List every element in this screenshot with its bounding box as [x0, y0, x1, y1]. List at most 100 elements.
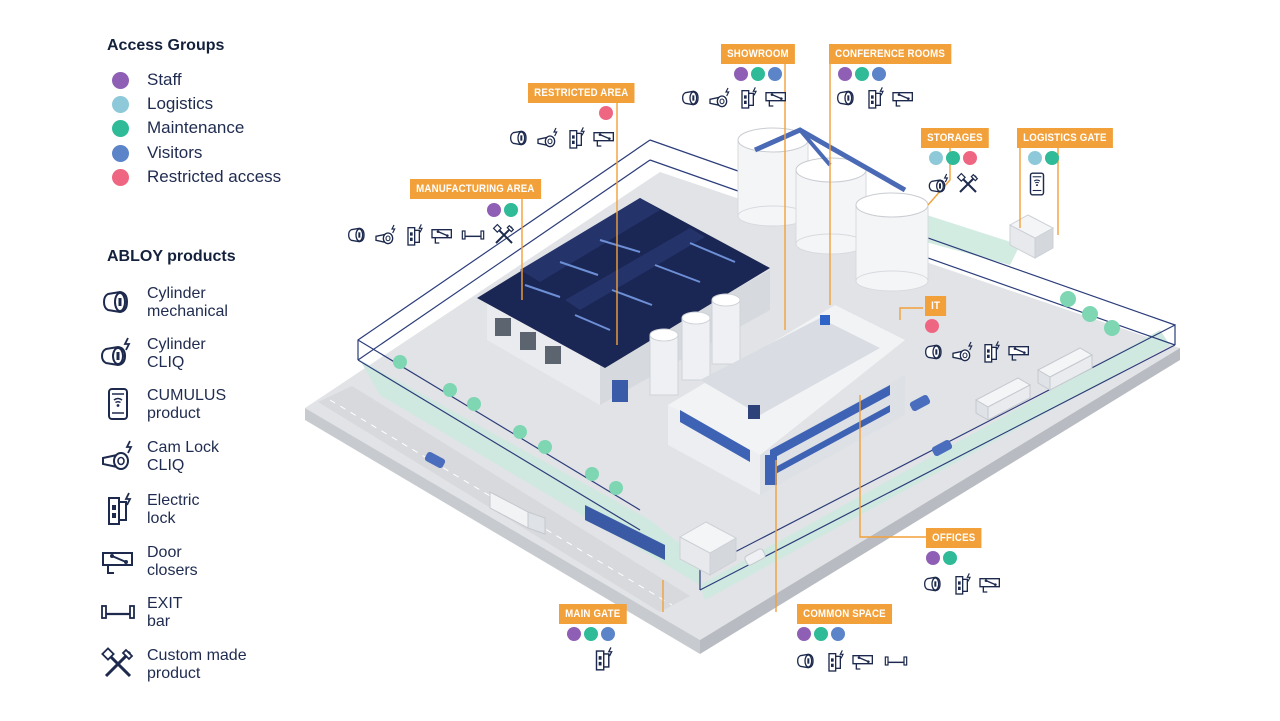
- cylinder-mechanical-icon: [835, 86, 859, 110]
- area-label-it: IT: [925, 296, 947, 316]
- restricted-dot-icon: [963, 151, 977, 165]
- staff-dot-icon: [487, 203, 501, 217]
- logistics-dot-icon: [929, 151, 943, 165]
- door-closer-icon: [891, 86, 915, 110]
- custom-product-icon: [100, 645, 136, 683]
- visitors-dot-icon: [768, 67, 782, 81]
- cylinder-mechanical-icon: [346, 223, 370, 247]
- area-groups: [929, 151, 977, 165]
- cam-lock-cliq-icon: [100, 437, 136, 475]
- electric-lock-icon: [100, 490, 136, 528]
- electric-lock-icon: [863, 86, 887, 110]
- legend-group-label: Restricted access: [147, 167, 282, 186]
- restricted-dot-icon: [925, 319, 939, 333]
- product-line1: Electric: [147, 492, 200, 509]
- legend-group-visitors: Visitors: [112, 142, 202, 164]
- area-label-showroom: SHOWROOM: [721, 44, 795, 64]
- cumulus-icon: [1024, 170, 1050, 198]
- cylinder-mechanical-icon: [508, 126, 532, 150]
- cylinder-mechanical-icon: [922, 572, 946, 596]
- area-groups: [487, 203, 518, 217]
- cylinder-cliq-icon: [928, 172, 952, 196]
- area-products: [923, 340, 1031, 364]
- door-closer-icon: [764, 86, 788, 110]
- product-line2: product: [147, 405, 201, 422]
- product-line2: closers: [147, 562, 198, 579]
- area-products: [928, 172, 980, 196]
- maintenance-dot-icon: [855, 67, 869, 81]
- product-line1: Cylinder: [147, 336, 206, 353]
- maintenance-dot-icon: [943, 551, 957, 565]
- maintenance-dot-icon: [751, 67, 765, 81]
- area-products: [795, 649, 913, 673]
- electric-lock-icon: [564, 126, 588, 150]
- site-map: [305, 62, 1180, 654]
- cylinder-cliq-icon: [100, 334, 136, 372]
- legend-group-staff: Staff: [112, 69, 182, 91]
- area-groups: [599, 106, 613, 120]
- cumulus-icon: [100, 385, 136, 423]
- legend-group-restricted: Restricted access: [112, 166, 281, 188]
- storage-tanks: [737, 127, 929, 292]
- electric-lock-icon: [950, 572, 974, 596]
- staff-dot-icon: [838, 67, 852, 81]
- electric-lock-icon: [979, 340, 1003, 364]
- cam-lock-cliq-icon: [374, 223, 398, 247]
- area-label-common-space: COMMON SPACE: [797, 604, 892, 624]
- product-line2: mechanical: [147, 303, 228, 320]
- electric-lock-icon: [823, 649, 847, 673]
- electric-lock-icon: [402, 223, 426, 247]
- product-line1: Custom made: [147, 647, 247, 664]
- area-groups: [926, 551, 957, 565]
- electric-lock-icon: [590, 646, 616, 672]
- area-products: [590, 646, 616, 672]
- abloy-products-title: ABLOY products: [107, 248, 236, 265]
- product-line1: EXIT: [147, 595, 183, 612]
- main-gate-booth: [585, 505, 738, 576]
- maintenance-dot-icon: [814, 627, 828, 641]
- area-products: [922, 572, 1002, 596]
- logistics-gate-booth: [1008, 214, 1055, 259]
- legend-group-logistics: Logistics: [112, 93, 213, 115]
- legend-group-label: Logistics: [147, 94, 214, 113]
- staff-dot-icon: [926, 551, 940, 565]
- cylinder-mechanical-icon: [795, 649, 819, 673]
- area-groups: [1028, 151, 1059, 165]
- area-products: [346, 223, 516, 247]
- area-groups: [797, 627, 845, 641]
- cam-lock-cliq-icon: [951, 340, 975, 364]
- electric-lock-icon: [736, 86, 760, 110]
- leader-lines: [521, 62, 1059, 612]
- logistics-dot-icon: [1028, 151, 1042, 165]
- area-label-storages: STORAGES: [921, 128, 989, 148]
- maintenance-dot-icon: [1045, 151, 1059, 165]
- area-label-manufacturing-area: MANUFACTURING AREA: [410, 179, 541, 199]
- product-line2: lock: [147, 510, 176, 527]
- custom-product-icon: [956, 172, 980, 196]
- maintenance-dot-icon: [112, 119, 129, 137]
- legend-group-label: Staff: [147, 70, 182, 89]
- product-line2: product: [147, 665, 201, 682]
- restricted-dot-icon: [112, 168, 129, 186]
- visitors-dot-icon: [601, 627, 615, 641]
- door-closer-icon: [592, 126, 616, 150]
- logistics-dot-icon: [112, 95, 129, 113]
- maintenance-dot-icon: [584, 627, 598, 641]
- maintenance-dot-icon: [504, 203, 518, 217]
- door-closer-icon: [430, 223, 454, 247]
- trees: [393, 291, 1120, 495]
- cylinder-mechanical-icon: [923, 340, 947, 364]
- door-closer-icon: [100, 542, 136, 580]
- product-line1: Cam Lock: [147, 439, 220, 456]
- legend-group-label: Maintenance: [147, 118, 245, 137]
- door-closer-icon: [978, 572, 1002, 596]
- custom-product-icon: [492, 223, 516, 247]
- silos: [649, 293, 741, 396]
- area-label-offices: OFFICES: [926, 528, 982, 548]
- area-products: [835, 86, 915, 110]
